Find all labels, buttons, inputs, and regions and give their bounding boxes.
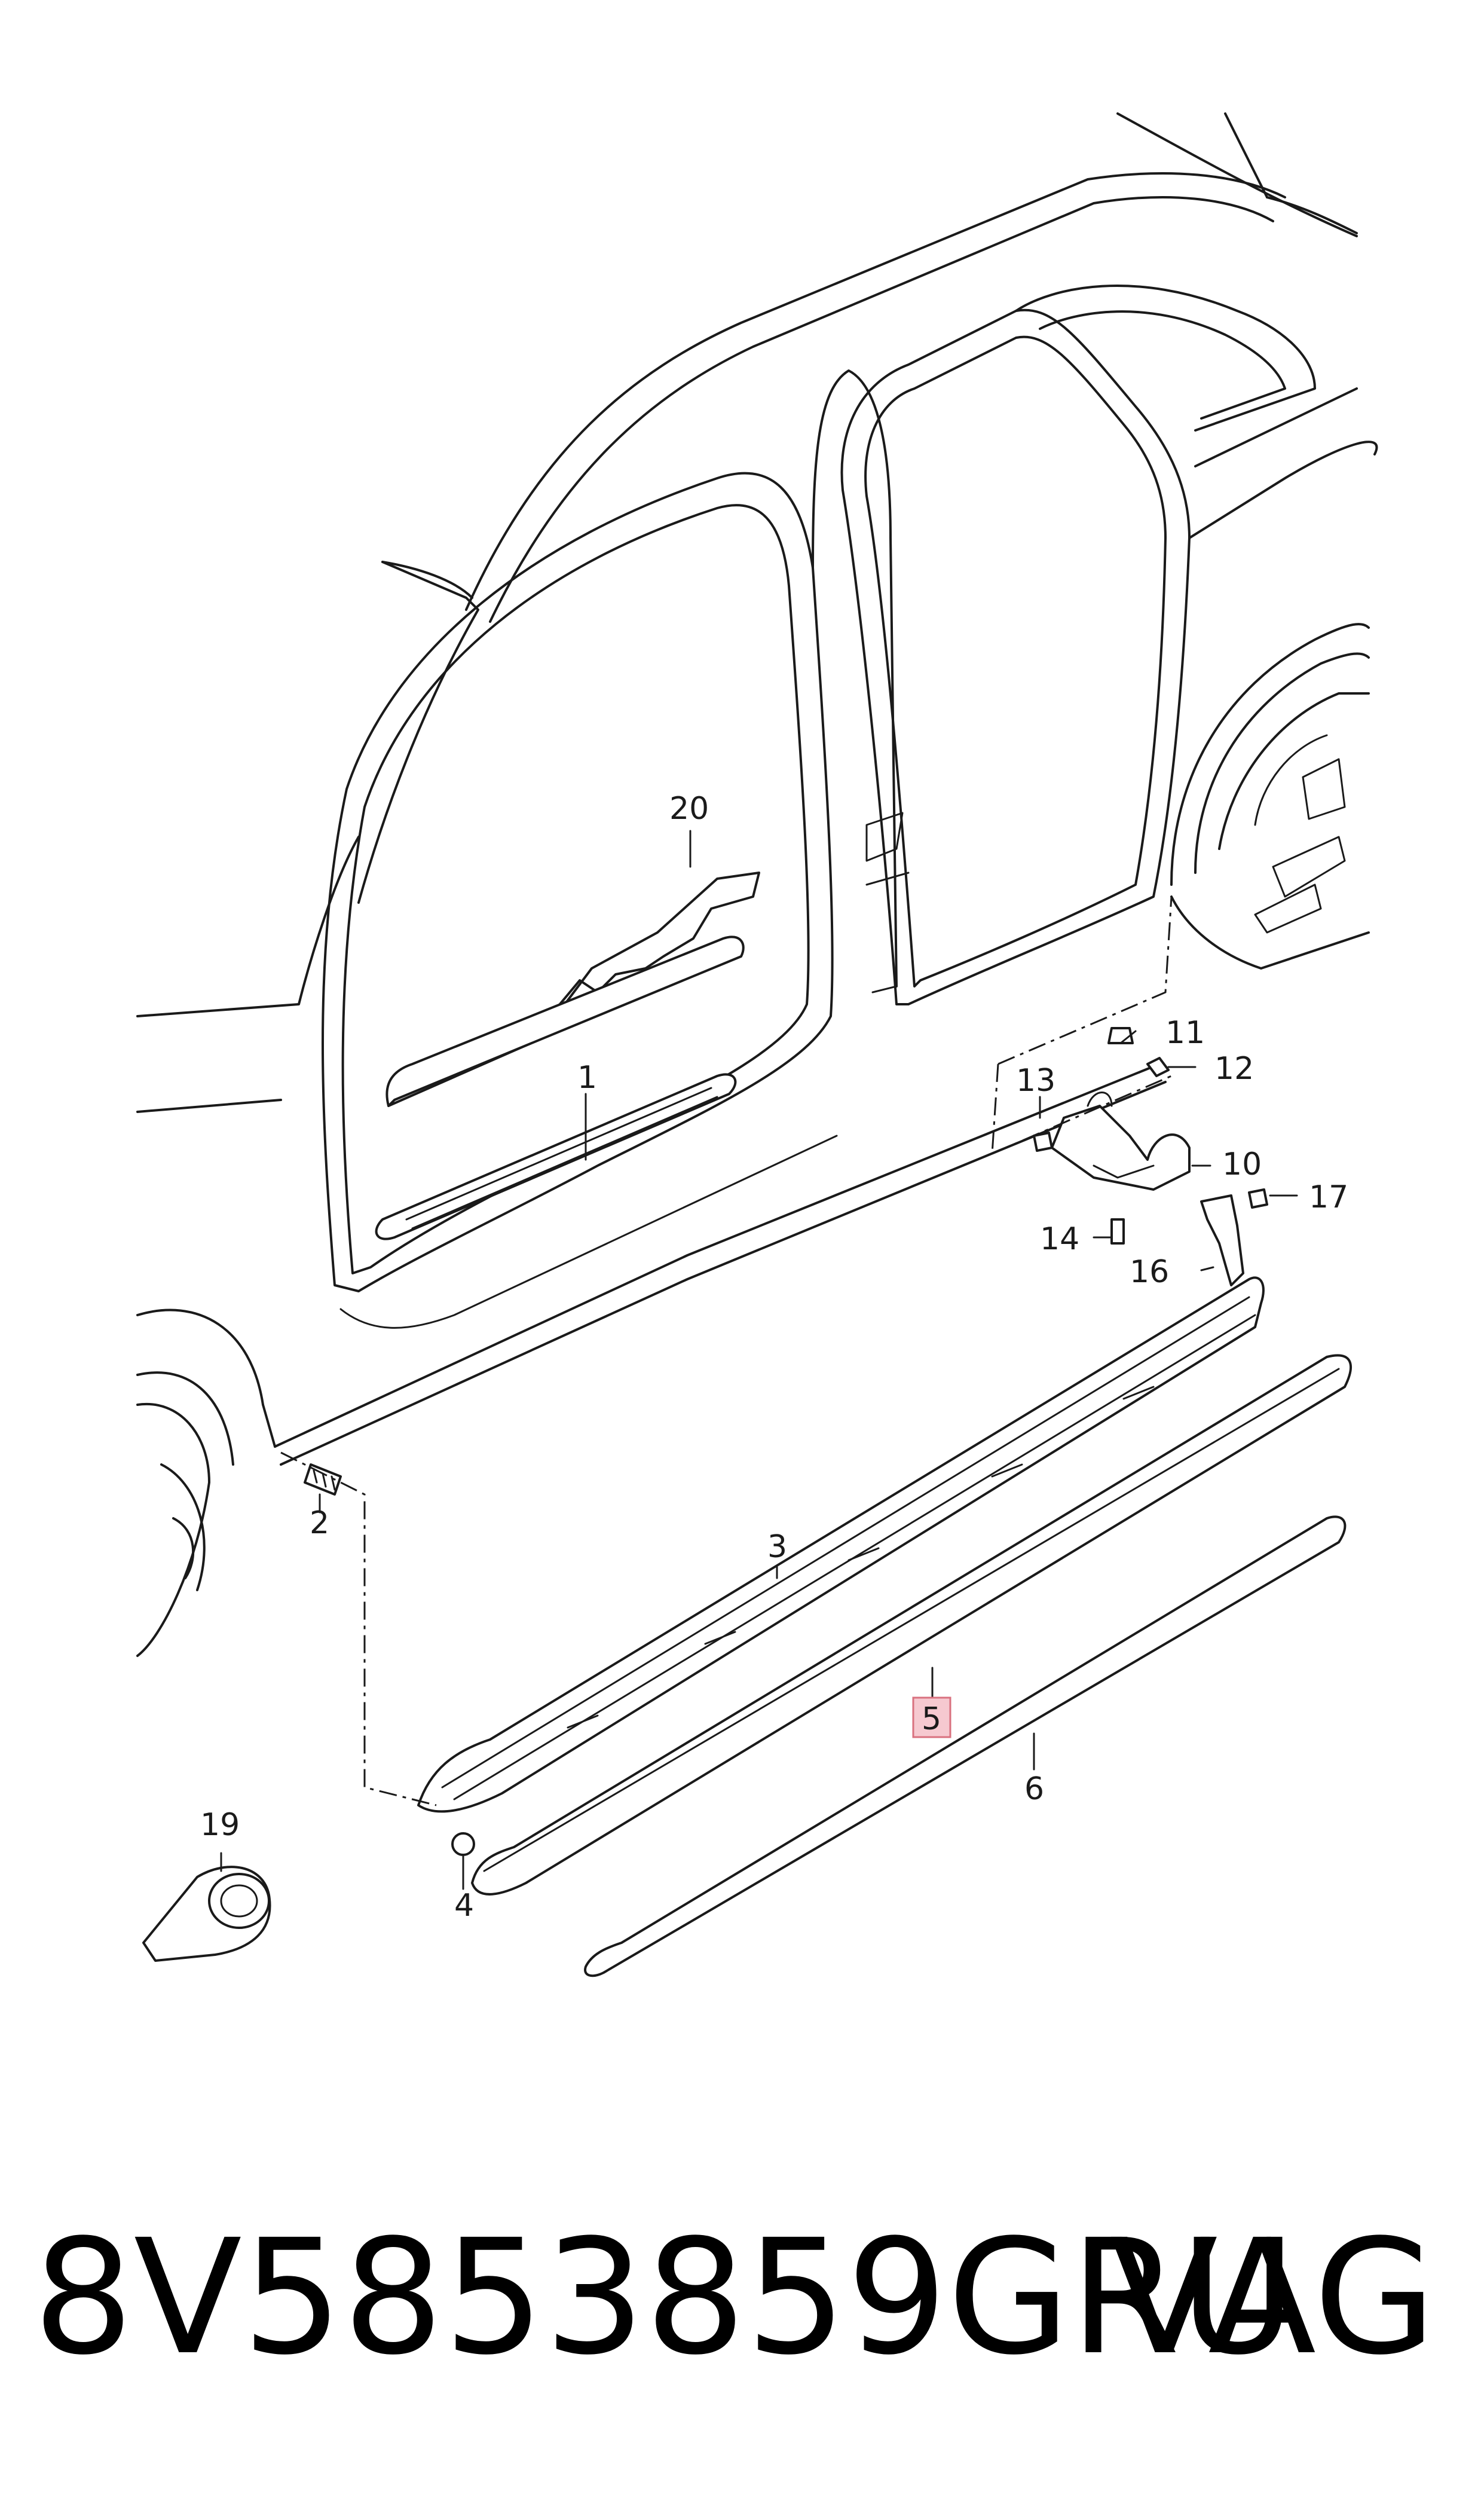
part-5-sill-panel — [471, 1354, 1352, 1896]
callout-5-highlight — [912, 1696, 951, 1738]
part-19-tape-roll — [142, 1866, 271, 1962]
part-13-clip — [1033, 1132, 1053, 1152]
callout-1: 1 — [577, 1060, 597, 1096]
callout-5: 5 — [922, 1701, 941, 1737]
callout-10: 10 — [1222, 1147, 1262, 1182]
footer: 8V5853859GRU VAG — [0, 2206, 1484, 2421]
part-3-sill-carrier — [417, 1276, 1265, 1813]
callout-11: 11 — [1165, 1015, 1205, 1051]
part-10-bracket — [1051, 1092, 1191, 1191]
part-16-bracket — [1200, 1194, 1244, 1286]
callout-20: 20 — [669, 791, 709, 827]
callout-3: 3 — [767, 1529, 787, 1565]
part-6-trim-strip — [584, 1515, 1347, 1977]
part-17-clip — [1248, 1188, 1268, 1209]
callout-4: 4 — [454, 1888, 474, 1924]
b-pillar — [812, 369, 910, 993]
locator-dashed-line — [280, 1451, 437, 1806]
part-12-bolt — [1146, 1057, 1170, 1077]
callout-2: 2 — [310, 1505, 329, 1541]
brand-label: VAG — [1109, 2206, 1436, 2390]
car-body-outline — [136, 112, 1358, 1657]
part-number: 8V5853859GRU — [33, 2206, 1296, 2390]
callout-16: 16 — [1130, 1254, 1169, 1290]
leader-lines — [220, 830, 1298, 1890]
callout-17: 17 — [1309, 1179, 1348, 1215]
callout-6: 6 — [1024, 1771, 1044, 1807]
part-14-screw — [1110, 1218, 1125, 1245]
front-door-opening — [322, 472, 838, 1329]
part-1-scuff-plate — [375, 936, 745, 1240]
callout-14: 14 — [1040, 1221, 1079, 1257]
part-4-nut — [451, 1832, 475, 1856]
parts-diagram: 20 1 11 12 13 10 17 14 16 2 3 5 6 19 4 — [136, 112, 1378, 1977]
callout-labels: 20 1 11 12 13 10 17 14 16 2 3 5 6 19 4 — [200, 791, 1348, 1924]
callout-13: 13 — [1016, 1063, 1055, 1099]
rear-door-opening — [840, 285, 1378, 1005]
rear-wheel — [1170, 623, 1370, 970]
callout-19: 19 — [200, 1807, 240, 1843]
callout-12: 12 — [1214, 1051, 1254, 1087]
bracket-group-dashed-frame — [991, 896, 1173, 1155]
